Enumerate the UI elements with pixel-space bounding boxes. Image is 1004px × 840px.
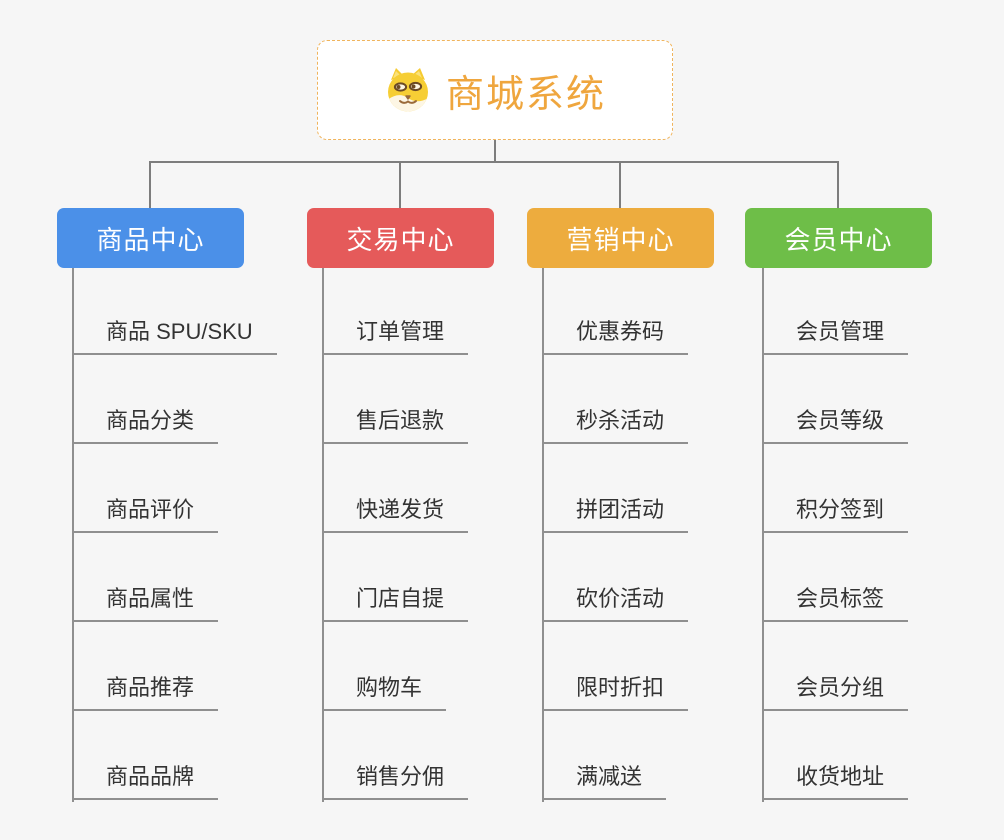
- branch-label: 营销中心: [566, 224, 675, 255]
- leaf-node[interactable]: 秒杀活动: [542, 408, 689, 444]
- doge-icon: [384, 67, 432, 113]
- leaf-node[interactable]: 门店自提: [322, 586, 469, 622]
- leaf-node[interactable]: 商品属性: [72, 586, 219, 622]
- leaf-node[interactable]: 商品 SPU/SKU: [72, 319, 277, 355]
- branch-header-member-center[interactable]: 会员中心: [745, 208, 932, 268]
- branch-label: 交易中心: [346, 224, 455, 255]
- leaf-node[interactable]: 收货地址: [762, 764, 909, 800]
- branch-spine-2: [322, 268, 324, 802]
- branch-spine-3: [542, 268, 544, 802]
- leaf-node[interactable]: 限时折扣: [542, 675, 689, 711]
- leaf-node[interactable]: 砍价活动: [542, 586, 689, 622]
- leaf-node[interactable]: 满减送: [542, 764, 667, 800]
- connector-drop-3: [619, 161, 621, 208]
- branch-header-product-center[interactable]: 商品中心: [57, 208, 244, 268]
- leaf-node[interactable]: 优惠券码: [542, 319, 689, 355]
- leaf-node[interactable]: 商品品牌: [72, 764, 219, 800]
- leaf-node[interactable]: 购物车: [322, 675, 447, 711]
- branch-header-trade-center[interactable]: 交易中心: [307, 208, 494, 268]
- branch-spine-1: [72, 268, 74, 802]
- leaf-node[interactable]: 售后退款: [322, 408, 469, 444]
- branch-label: 会员中心: [784, 224, 893, 255]
- branch-label: 商品中心: [96, 224, 205, 255]
- root-title: 商城系统: [445, 73, 606, 116]
- leaf-node[interactable]: 积分签到: [762, 497, 909, 533]
- leaf-node[interactable]: 订单管理: [322, 319, 469, 355]
- leaf-node[interactable]: 拼团活动: [542, 497, 689, 533]
- connector-drop-1: [149, 161, 151, 208]
- connector-drop-4: [837, 161, 839, 208]
- leaf-node[interactable]: 商品分类: [72, 408, 219, 444]
- connector-drop-2: [399, 161, 401, 208]
- leaf-node[interactable]: 商品推荐: [72, 675, 219, 711]
- leaf-node[interactable]: 快递发货: [322, 497, 469, 533]
- leaf-node[interactable]: 会员等级: [762, 408, 909, 444]
- connector-horizontal-bar: [149, 161, 839, 163]
- connector-root-stem: [494, 140, 496, 163]
- branch-spine-4: [762, 268, 764, 802]
- leaf-node[interactable]: 会员标签: [762, 586, 909, 622]
- leaf-node[interactable]: 商品评价: [72, 497, 219, 533]
- leaf-node[interactable]: 会员分组: [762, 675, 909, 711]
- root-node[interactable]: 商城系统: [317, 40, 673, 140]
- leaf-node[interactable]: 销售分佣: [322, 764, 469, 800]
- branch-header-marketing-center[interactable]: 营销中心: [527, 208, 714, 268]
- leaf-node[interactable]: 会员管理: [762, 319, 909, 355]
